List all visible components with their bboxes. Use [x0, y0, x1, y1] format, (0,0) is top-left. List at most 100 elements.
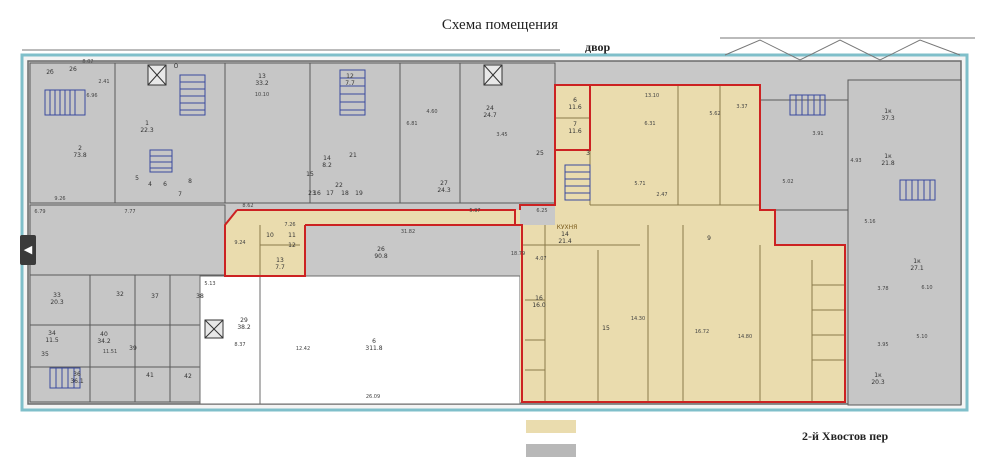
dimension-label: 5.71: [634, 181, 645, 187]
dimension-label: 5.16: [864, 219, 875, 225]
room-number-r1k2: 1к: [884, 153, 892, 160]
room-number-6big: 6: [372, 338, 376, 345]
dimension-label: 16.72: [695, 329, 709, 335]
room-number-y9: 9: [707, 235, 711, 242]
room-number-l42: 42: [184, 373, 192, 380]
room-number-13: 13: [258, 73, 266, 80]
dimension-label: 18.79: [511, 251, 525, 257]
dimension-label: 14.30: [631, 316, 645, 322]
room-number-22: 22: [335, 182, 343, 189]
dimension-label: 5.62: [709, 111, 720, 117]
dimension-label: 31.82: [401, 229, 415, 235]
room-number-4: 4: [148, 181, 152, 188]
room-area-2: 73.8: [73, 152, 87, 159]
room-area-y14: 21.4: [558, 238, 572, 245]
room-number-y16: 16: [535, 295, 543, 302]
rented-outline: [224, 84, 846, 403]
dimension-label: 10.10: [255, 92, 269, 98]
dimension-label: 5.13: [204, 281, 215, 287]
room-number-l39: 39: [129, 345, 137, 352]
dimension-label: 8.02: [82, 59, 93, 65]
room-number-l38: 38: [196, 293, 204, 300]
room-number-29: 29: [240, 317, 248, 324]
dimension-label: 12.42: [296, 346, 310, 352]
room-number-l36: 36: [73, 371, 81, 378]
room-number-24: 24: [486, 105, 494, 112]
room-number-21: 21: [349, 152, 357, 159]
room-number-3: 3: [586, 150, 590, 157]
room-number-14: 14: [323, 155, 331, 162]
dimension-label: 5.10: [916, 334, 927, 340]
room-number-8: 8: [188, 178, 192, 185]
street-label: 2-й Хвостов пер: [802, 429, 889, 443]
room-area-y13: 7.7: [275, 264, 285, 271]
room-number-l33: 33: [53, 292, 61, 299]
room-number-y6: 6: [573, 97, 577, 104]
legend-swatch-other: [526, 444, 576, 457]
dimension-label: 3.37: [736, 104, 747, 110]
room-number-r1k4: 1к: [874, 372, 882, 379]
room-number-5: 5: [135, 175, 139, 182]
dimension-label: 13.10: [645, 93, 659, 99]
room-area-l40: 34.2: [97, 338, 111, 345]
room-number-17: 17: [326, 190, 334, 197]
dimension-label: 6.10: [921, 285, 932, 291]
dimension-label: 6.25: [536, 208, 547, 214]
room-number-l34: 34: [48, 330, 56, 337]
dimension-label: 4.60: [426, 109, 437, 115]
prev-arrow-button[interactable]: ◀: [20, 235, 36, 265]
room-number-16: 16: [313, 190, 321, 197]
room-number-15: 15: [306, 171, 314, 178]
room-area-l36: 36.1: [70, 378, 84, 385]
room-number-27: 27: [440, 180, 448, 187]
room-number-o: О: [174, 63, 179, 70]
room-number-y11: 11: [288, 232, 296, 239]
dimension-label: 26.09: [366, 394, 380, 400]
room-number-25: 25: [536, 150, 544, 157]
room-area-27: 24.3: [437, 187, 451, 194]
dimension-label: 5.97: [469, 208, 480, 214]
plan-title: Схема помещения: [441, 17, 559, 33]
dimension-label: 7.77: [124, 209, 135, 215]
room-number-y13: 13: [276, 257, 284, 264]
dimension-label: 6.81: [406, 121, 417, 127]
room-area-r1k2: 21.8: [881, 160, 895, 167]
dimension-label: 9.26: [54, 196, 65, 202]
grey-rooms: [29, 62, 962, 406]
room-number-26: 26: [69, 66, 77, 73]
room-number-l37: 37: [151, 293, 159, 300]
room-number-y15: 15: [602, 325, 610, 332]
room-number-y26: 26: [377, 246, 385, 253]
elevator-icons: [147, 64, 503, 339]
room-number-2b: 2б: [46, 69, 54, 76]
room-number-r1k3: 1к: [913, 258, 921, 265]
room-number-y10: 10: [266, 232, 274, 239]
dimension-label: 7.26: [284, 222, 295, 228]
dimension-label: 14.80: [738, 334, 752, 340]
room-number-l35: 35: [41, 351, 49, 358]
legend-swatch-rented: [526, 420, 576, 433]
dimension-label: 6.79: [34, 209, 45, 215]
room-number-2: 2: [78, 145, 82, 152]
room-number-y14: 14: [561, 231, 569, 238]
room-number-7: 7: [178, 191, 182, 198]
dimension-label: 5.02: [782, 179, 793, 185]
room-number-y7: 7: [573, 121, 577, 128]
dimension-label: 9.24: [234, 240, 245, 246]
stairs-icons: [44, 69, 936, 389]
dimension-label: 4.07: [535, 256, 546, 262]
dimension-label: 3.78: [877, 286, 888, 292]
room-number-l32: 32: [116, 291, 124, 298]
dimension-label: 8.37: [234, 342, 245, 348]
room-area-13: 33.2: [255, 80, 269, 87]
room-area-12: 7.7: [345, 80, 355, 87]
kitchen-label: КУХНЯ: [557, 224, 578, 231]
dimension-label: 3.95: [877, 342, 888, 348]
dimension-label: 3.91: [812, 131, 823, 137]
room-number-6: 6: [163, 181, 167, 188]
room-area-1: 22.3: [140, 127, 154, 134]
room-area-14: 8.2: [322, 162, 332, 169]
room-number-12: 12: [346, 73, 354, 80]
dimension-label: 4.93: [850, 158, 861, 164]
